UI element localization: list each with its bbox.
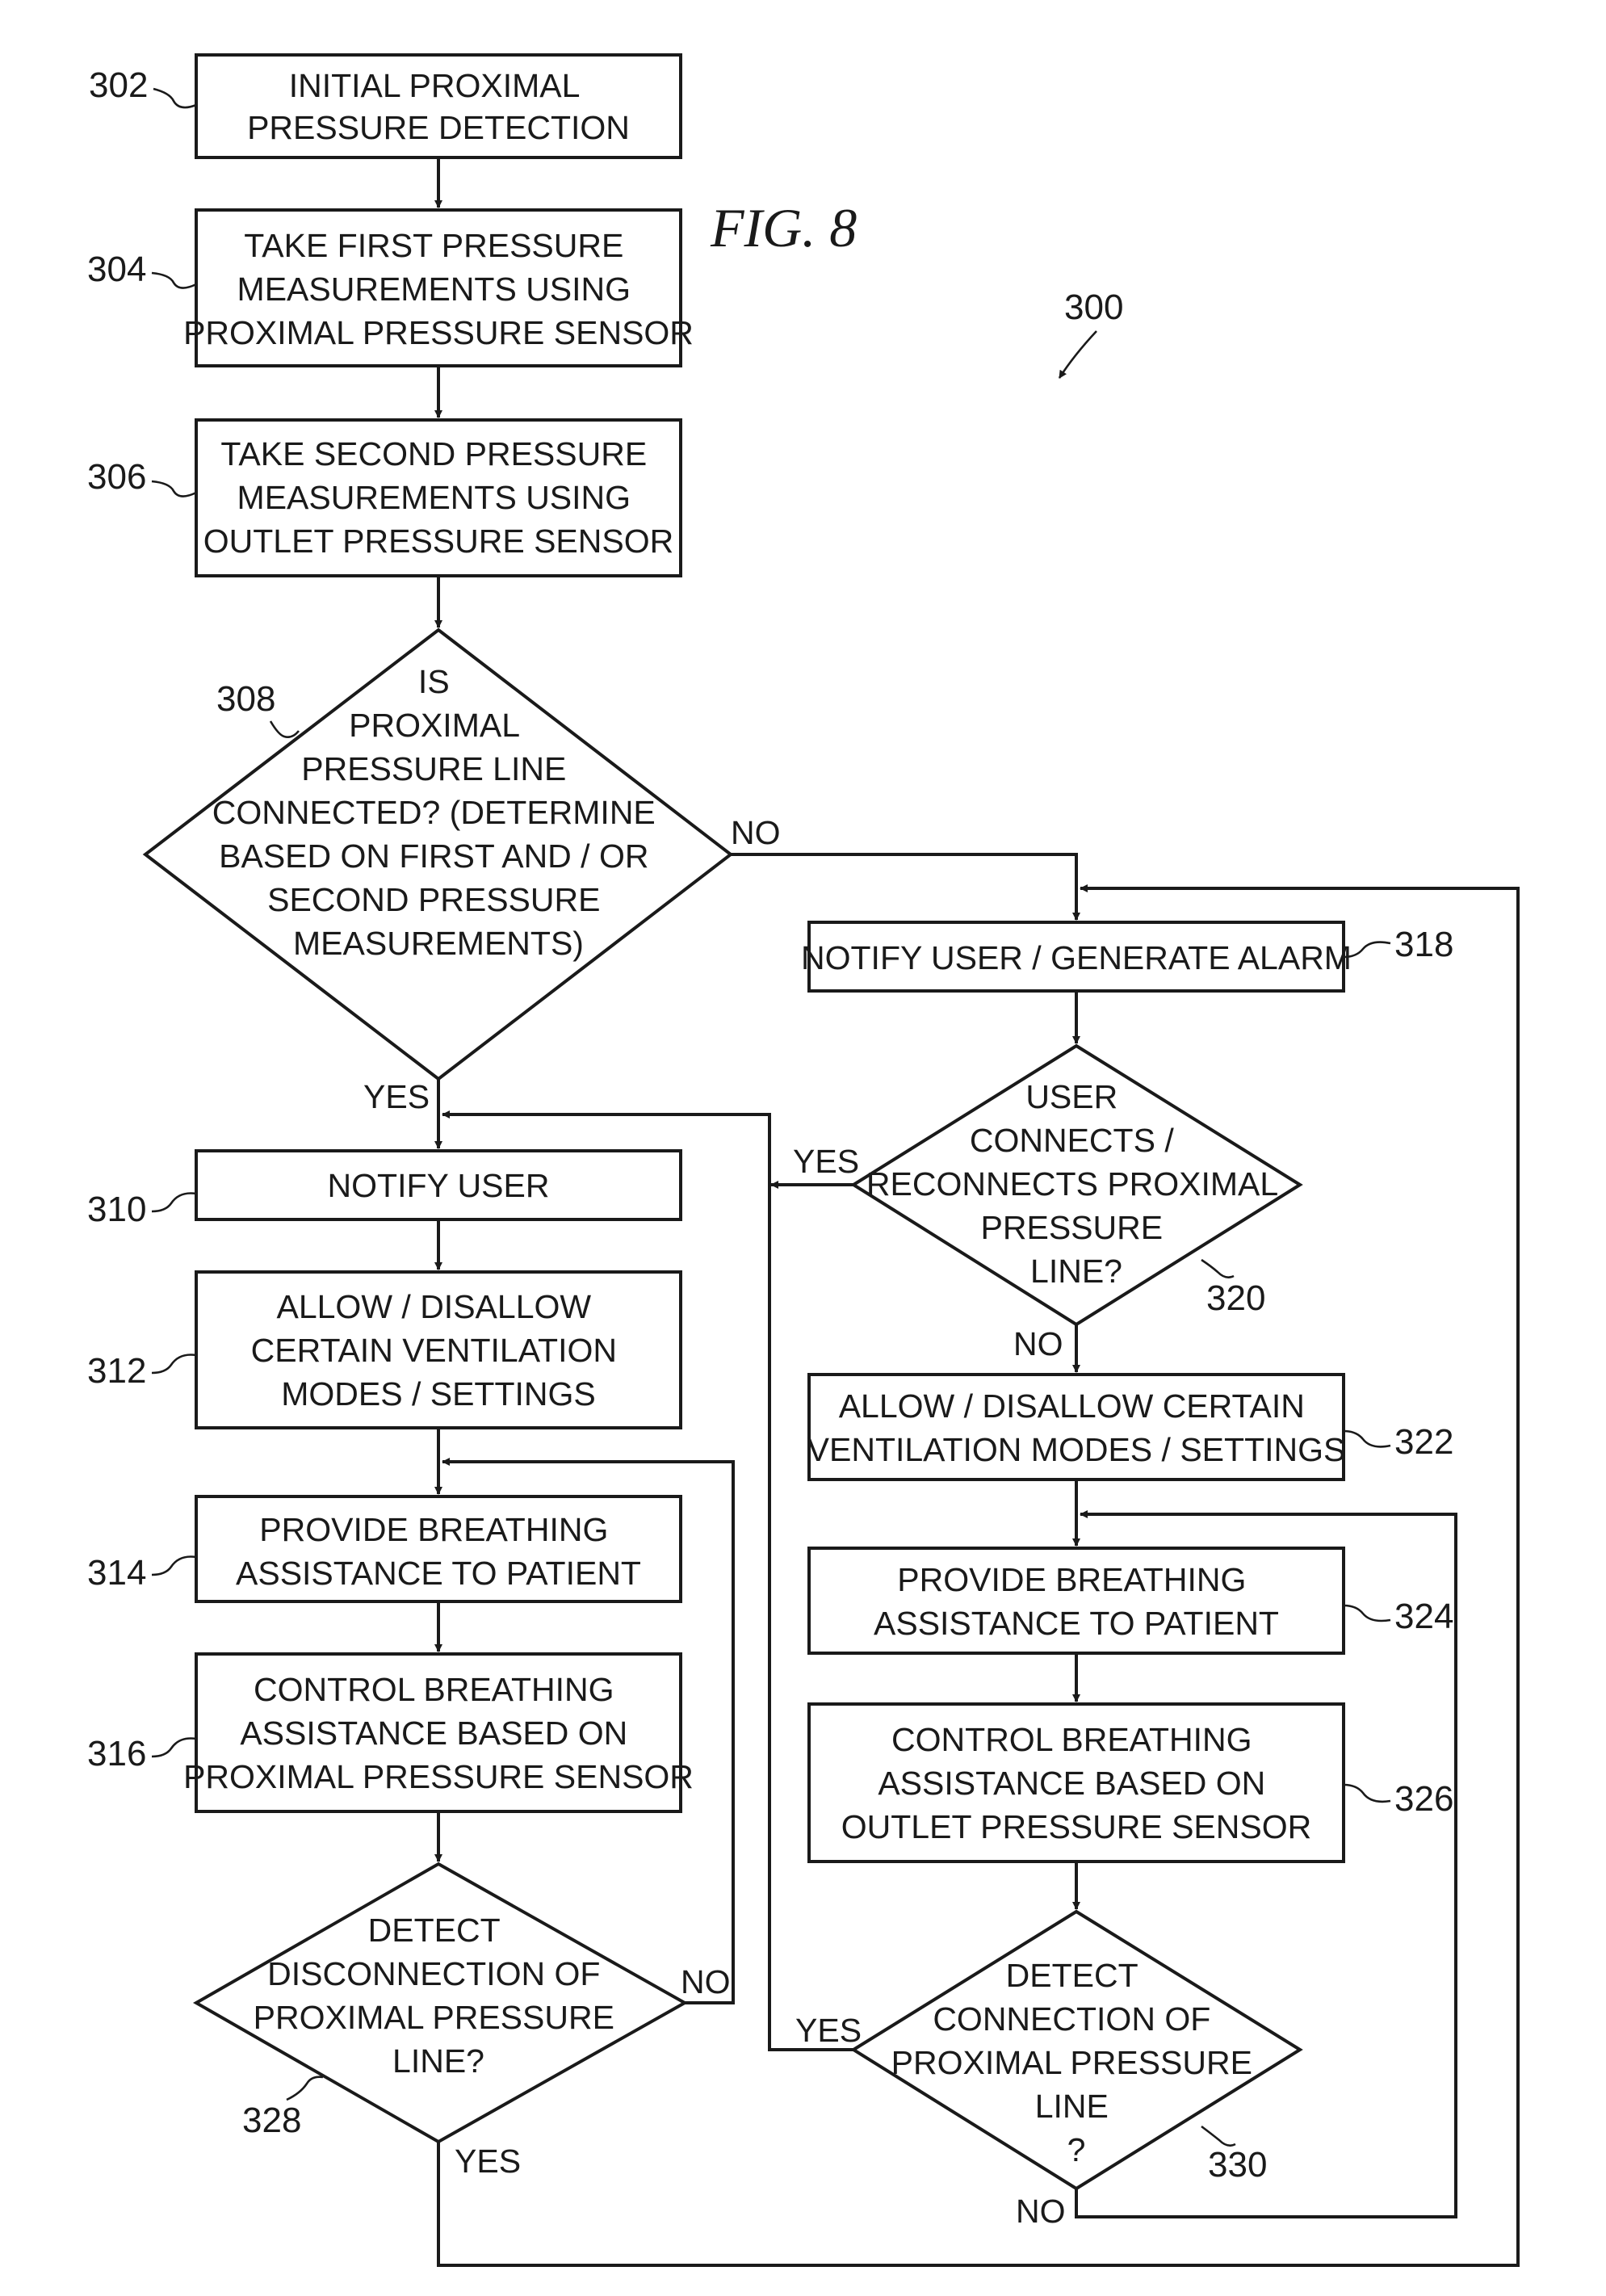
decision-308-leader <box>270 721 299 737</box>
step-318: NOTIFY USER / GENERATE ALARM 318 <box>801 922 1453 991</box>
step-312-text: ALLOW / DISALLOW CERTAIN VENTILATION MOD… <box>251 1288 627 1412</box>
figure-ref: 300 <box>1064 288 1123 327</box>
step-302-ref: 302 <box>89 65 148 105</box>
step-312: ALLOW / DISALLOW CERTAIN VENTILATION MOD… <box>87 1272 681 1428</box>
step-318-text: NOTIFY USER / GENERATE ALARM <box>801 939 1352 976</box>
step-316-text: CONTROL BREATHING ASSISTANCE BASED ON PR… <box>183 1671 694 1795</box>
step-326-ref: 326 <box>1394 1779 1453 1819</box>
step-326-leader <box>1344 1785 1390 1802</box>
decision-308: IS PROXIMAL PRESSURE LINE CONNECTED? (DE… <box>145 630 731 1079</box>
step-322: ALLOW / DISALLOW CERTAIN VENTILATION MOD… <box>807 1375 1454 1480</box>
decision-330: DETECT CONNECTION OF PROXIMAL PRESSURE L… <box>853 1912 1300 2189</box>
decision-328-leader <box>287 2077 323 2100</box>
label-330-yes: YES <box>795 2012 862 2049</box>
step-312-leader <box>152 1355 196 1374</box>
step-306-text: TAKE SECOND PRESSURE MEASUREMENTS USING … <box>203 435 674 560</box>
step-326: CONTROL BREATHING ASSISTANCE BASED ON OU… <box>809 1704 1453 1862</box>
decision-320: USER CONNECTS / RECONNECTS PROXIMAL PRES… <box>853 1046 1300 1324</box>
step-304-text: TAKE FIRST PRESSURE MEASUREMENTS USING P… <box>183 227 694 351</box>
step-310-ref: 310 <box>87 1190 146 1229</box>
step-304: TAKE FIRST PRESSURE MEASUREMENTS USING P… <box>87 210 694 366</box>
label-328-yes: YES <box>455 2143 521 2180</box>
step-306-leader <box>152 481 196 497</box>
decision-320-ref: 320 <box>1206 1278 1265 1318</box>
step-310-text: NOTIFY USER <box>328 1167 550 1204</box>
step-324: PROVIDE BREATHING ASSISTANCE TO PATIENT … <box>809 1548 1453 1653</box>
step-324-leader <box>1344 1606 1390 1621</box>
decision-330-leader <box>1201 2126 1235 2146</box>
step-312-ref: 312 <box>87 1351 146 1391</box>
figure-title: FIG. 8 <box>710 197 857 258</box>
step-314-leader <box>152 1557 196 1576</box>
step-310-leader <box>152 1194 196 1212</box>
step-314: PROVIDE BREATHING ASSISTANCE TO PATIENT … <box>87 1496 681 1601</box>
step-304-ref: 304 <box>87 250 146 289</box>
decision-308-ref: 308 <box>216 679 275 719</box>
step-318-ref: 318 <box>1394 925 1453 964</box>
step-322-ref: 322 <box>1394 1422 1453 1462</box>
label-320-no: NO <box>1013 1325 1063 1362</box>
label-308-yes: YES <box>363 1078 430 1115</box>
decision-328: DETECT DISCONNECTION OF PROXIMAL PRESSUR… <box>196 1864 685 2142</box>
step-322-leader <box>1344 1431 1390 1446</box>
arrow-308-no <box>731 854 1076 920</box>
step-302: INITIAL PROXIMAL PRESSURE DETECTION 302 <box>89 55 681 157</box>
label-320-yes: YES <box>793 1143 859 1180</box>
step-314-ref: 314 <box>87 1553 146 1593</box>
decision-320-leader <box>1201 1260 1234 1278</box>
step-316: CONTROL BREATHING ASSISTANCE BASED ON PR… <box>87 1654 694 1811</box>
figure-ref-leader <box>1059 331 1097 378</box>
step-316-leader <box>152 1739 196 1757</box>
decision-330-ref: 330 <box>1208 2145 1267 2185</box>
step-304-leader <box>152 273 196 288</box>
step-316-ref: 316 <box>87 1734 146 1773</box>
step-306: TAKE SECOND PRESSURE MEASUREMENTS USING … <box>87 420 681 576</box>
decision-308-text: IS PROXIMAL PRESSURE LINE CONNECTED? (DE… <box>212 663 665 962</box>
label-330-no: NO <box>1016 2193 1066 2230</box>
step-302-leader <box>153 89 196 107</box>
decision-328-ref: 328 <box>242 2101 301 2140</box>
step-310: NOTIFY USER 310 <box>87 1151 681 1229</box>
step-324-ref: 324 <box>1394 1597 1453 1636</box>
step-326-text: CONTROL BREATHING ASSISTANCE BASED ON OU… <box>841 1721 1312 1845</box>
decision-320-text: USER CONNECTS / RECONNECTS PROXIMAL PRES… <box>866 1078 1286 1290</box>
decision-330-text: DETECT CONNECTION OF PROXIMAL PRESSURE L… <box>891 1957 1262 2168</box>
label-328-no: NO <box>681 1963 731 2000</box>
step-306-ref: 306 <box>87 457 146 497</box>
label-308-no: NO <box>731 814 781 851</box>
